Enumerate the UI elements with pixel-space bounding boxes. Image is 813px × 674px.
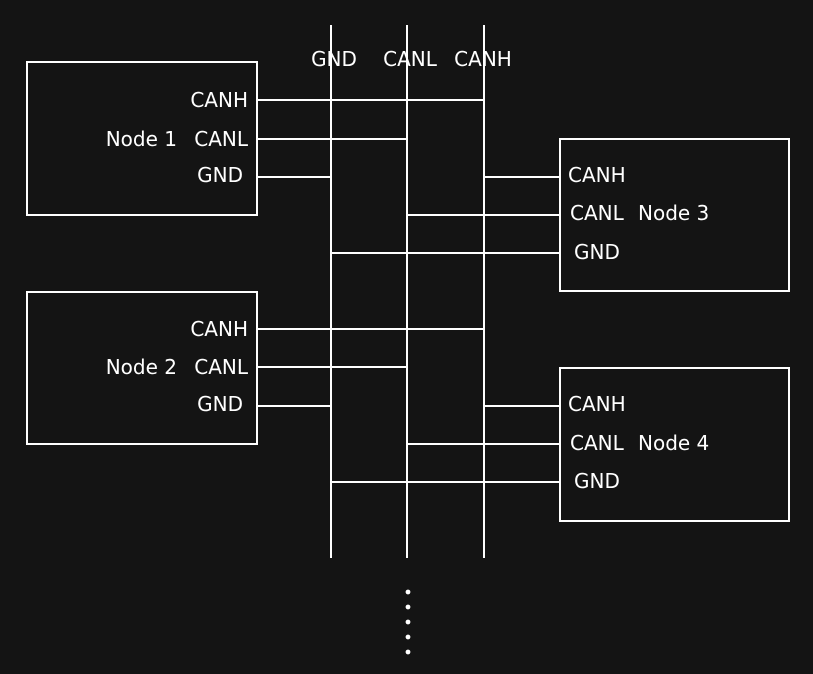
node-3-pin-gnd: GND [574,240,620,264]
node-1-pin-canl: CANL [194,127,249,151]
continuation-dot [405,634,411,640]
continuation-dot [405,604,411,610]
node-1-pin-canh: CANH [190,88,248,112]
node-3-pin-canh: CANH [568,163,626,187]
node-2-pin-canl: CANL [194,355,249,379]
node-4-name: Node 4 [638,431,709,455]
node-1-pin-gnd: GND [197,163,243,187]
node-3-pin-canl: CANL [570,201,625,225]
node-4-pin-canl: CANL [570,431,625,455]
node-2-name: Node 2 [106,355,177,379]
gnd-bus-label: GND [311,47,357,71]
node-2: CANH Node 2 CANL GND [26,291,484,445]
continuation-dot [405,619,411,625]
node-2-pin-gnd: GND [197,392,243,416]
node-3: CANH CANL Node 3 GND [331,138,790,292]
continuation-ellipsis [405,589,411,655]
node-1-name: Node 1 [106,127,177,151]
node-4: CANH CANL Node 4 GND [331,367,790,522]
node-1: CANH Node 1 CANL GND [26,61,484,216]
canh-bus-label: CANH [454,47,512,71]
node-3-name: Node 3 [638,201,709,225]
node-4-pin-canh: CANH [568,392,626,416]
node-4-pin-gnd: GND [574,469,620,493]
canl-bus-label: CANL [383,47,438,71]
continuation-dot [405,589,411,595]
node-2-pin-canh: CANH [190,317,248,341]
continuation-dot [405,649,411,655]
